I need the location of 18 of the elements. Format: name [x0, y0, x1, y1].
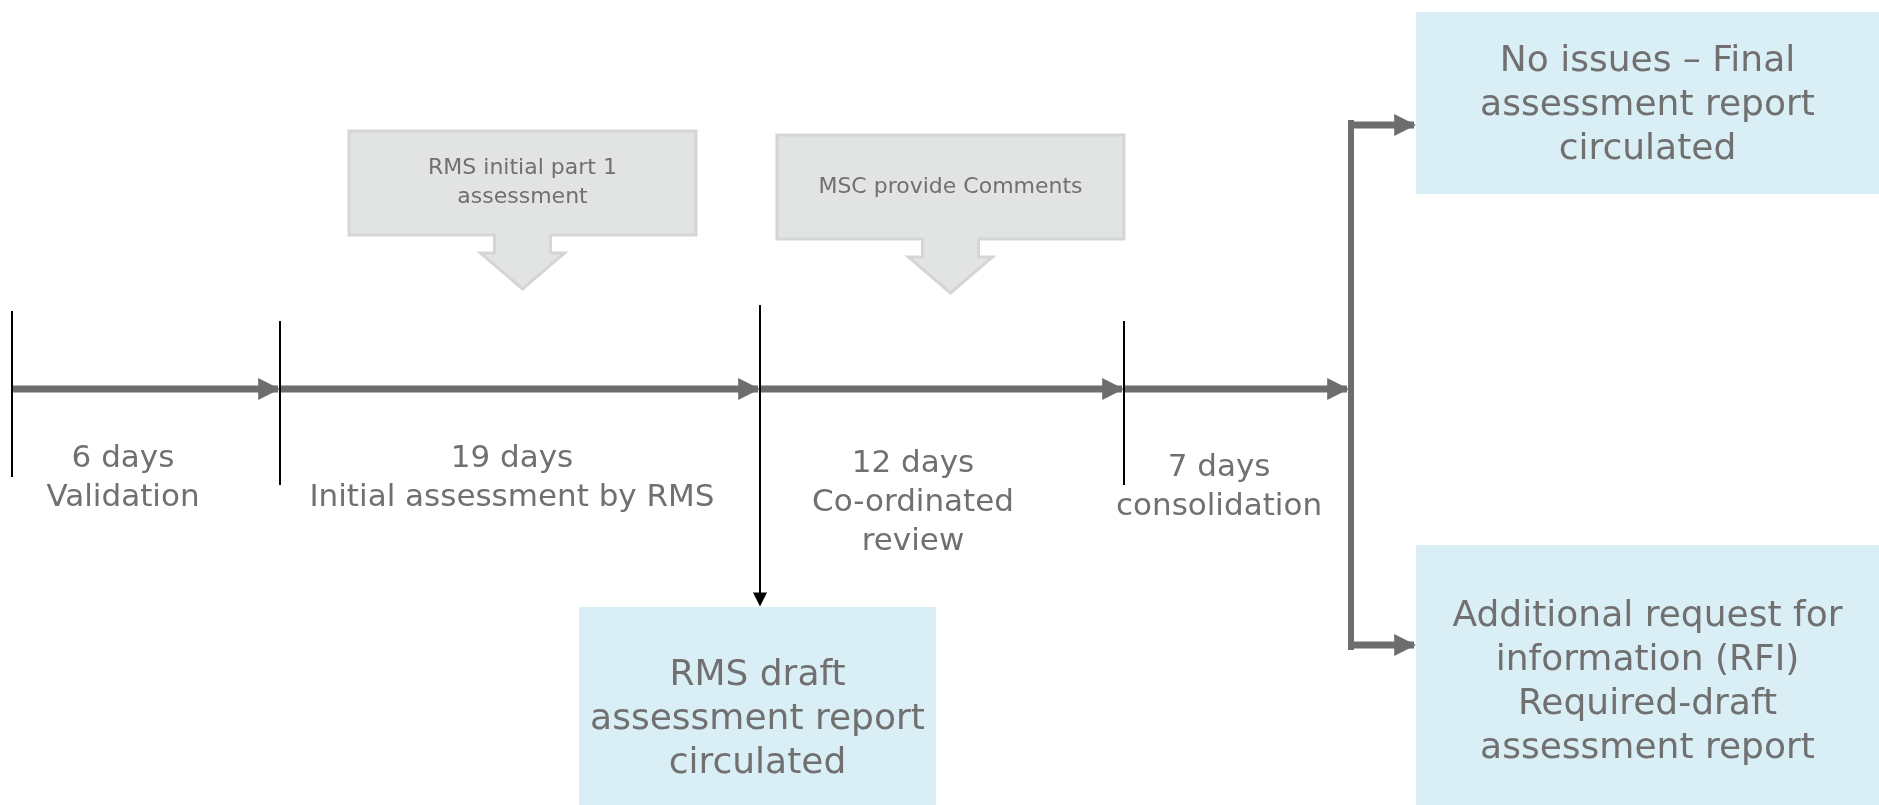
- callout-text: RMS initial part 1 assessment: [427, 153, 618, 210]
- arrow: [1351, 634, 1417, 656]
- callout-arrow-box: [775, 133, 1126, 295]
- edge-label: 12 days Co-ordinated review: [811, 442, 1015, 559]
- edge-label: 19 days Initial assessment by RMS: [309, 437, 715, 515]
- callout-text: MSC provide Comments: [818, 171, 1083, 200]
- arrow: [753, 470, 767, 607]
- edge-label: 7 days consolidation: [1115, 446, 1323, 524]
- callout-arrow-box: [347, 129, 698, 291]
- result-box: Additional request for information (RFI) Required-draft assessment report: [1416, 545, 1879, 805]
- arrow: [1351, 114, 1417, 136]
- result-box: RMS draft assessment report circulated: [579, 607, 936, 805]
- result-box: No issues – Final assessment report circulated: [1416, 12, 1879, 194]
- tick-mark: [279, 321, 281, 485]
- tick-mark: [11, 311, 13, 477]
- tick-mark: [1123, 321, 1125, 485]
- tick-mark: [759, 305, 761, 471]
- edge-label: 6 days Validation: [46, 437, 200, 515]
